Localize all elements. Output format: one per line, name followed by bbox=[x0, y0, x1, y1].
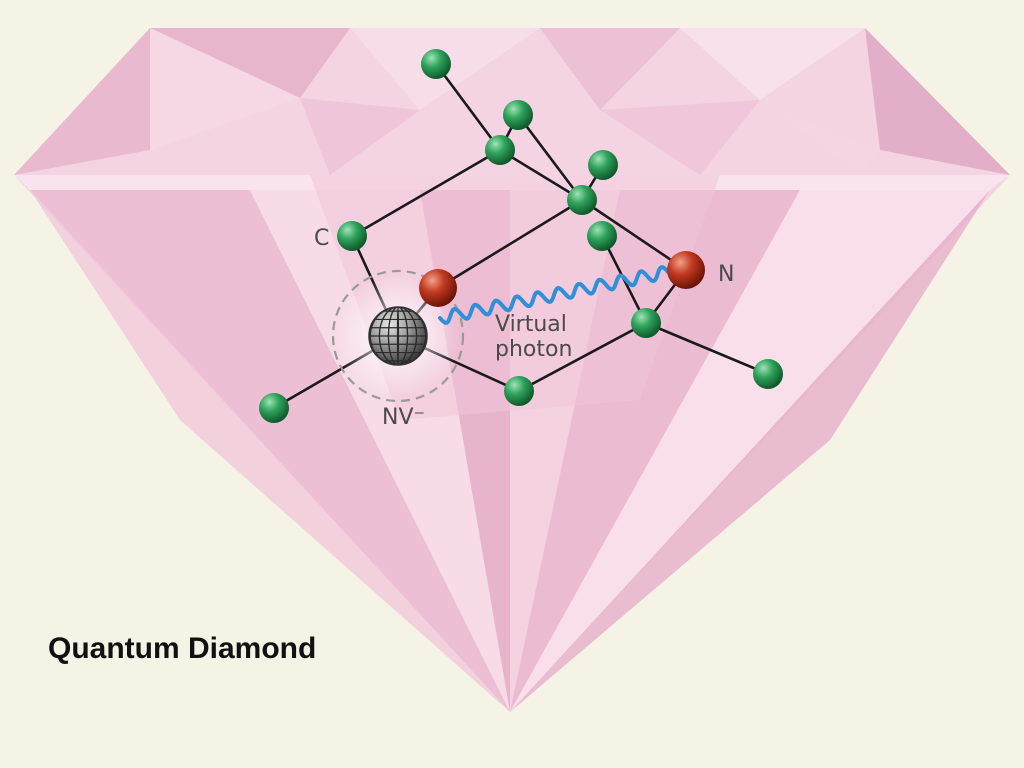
carbon-atom-icon bbox=[631, 308, 661, 338]
mesh-meridian bbox=[378, 307, 418, 365]
carbon-atom-icon bbox=[337, 221, 367, 251]
carbon-atom-icon bbox=[485, 135, 515, 165]
carbon-atom-icon bbox=[753, 359, 783, 389]
bond bbox=[517, 321, 648, 393]
carbon-atom-icon bbox=[503, 100, 533, 130]
diamond-icon bbox=[14, 28, 1010, 712]
carbon-atom-icon bbox=[259, 393, 289, 423]
bond bbox=[498, 148, 584, 202]
carbon-atom-icon bbox=[588, 150, 618, 180]
slide-caption: Quantum Diamond bbox=[48, 632, 317, 665]
bond bbox=[350, 148, 502, 238]
bond bbox=[644, 321, 770, 376]
bond bbox=[516, 113, 584, 202]
carbon-atoms bbox=[259, 49, 783, 423]
nitrogen-label: N bbox=[718, 262, 734, 287]
bond bbox=[434, 62, 502, 152]
virtual-photon-wave bbox=[438, 265, 670, 325]
carbon-atom-icon bbox=[421, 49, 451, 79]
red-atom-icon bbox=[419, 269, 457, 307]
nv-center-ring bbox=[331, 269, 465, 403]
bond bbox=[580, 198, 688, 272]
nitrogen-atom-icon bbox=[667, 251, 705, 289]
carbon-atom-icon bbox=[504, 376, 534, 406]
virtual-photon-label-line2: photon bbox=[495, 337, 572, 362]
bond bbox=[436, 198, 584, 290]
vacancy-sphere-icon bbox=[368, 306, 428, 366]
nv-center-label: NV⁻ bbox=[382, 405, 425, 430]
mesh-meridian bbox=[387, 307, 409, 365]
mesh-meridian bbox=[369, 307, 427, 365]
carbon-atom-icon bbox=[587, 221, 617, 251]
carbon-atom-icon bbox=[567, 185, 597, 215]
carbon-label: C bbox=[314, 226, 329, 251]
virtual-photon-label-line1: Virtual bbox=[495, 312, 567, 337]
